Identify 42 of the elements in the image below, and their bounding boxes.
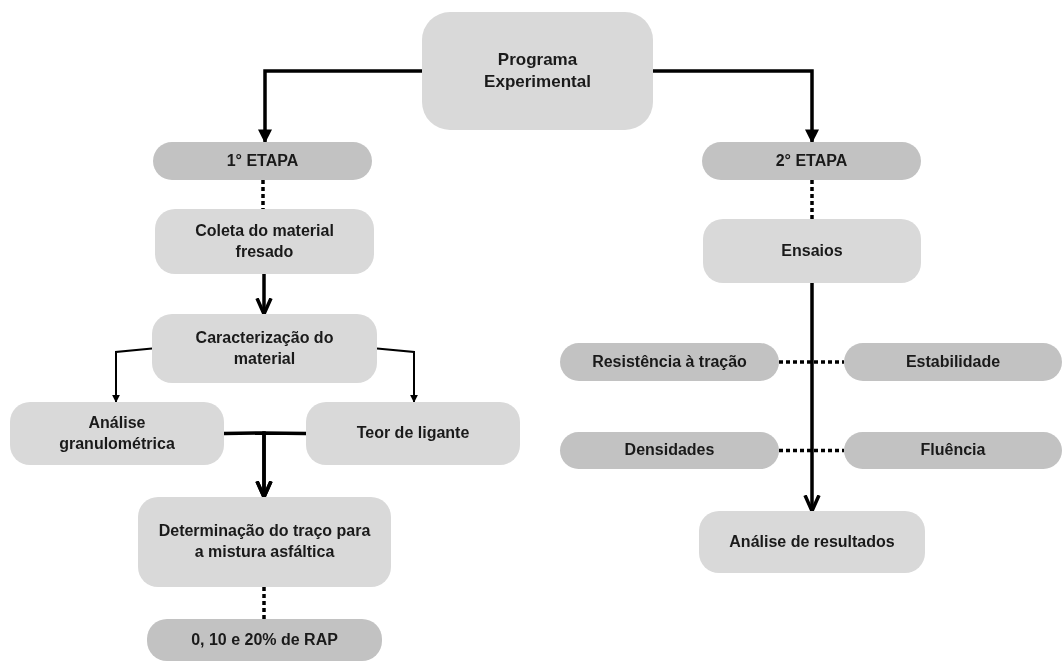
stage-box — [147, 619, 382, 661]
node-label: Resistência à tração — [591, 351, 748, 372]
stage-box — [153, 142, 372, 180]
connector-line — [779, 360, 844, 364]
arrow — [803, 283, 821, 513]
node-label: Teor de ligante — [355, 423, 471, 444]
connector-line — [262, 587, 266, 619]
node-label: Coleta do material fresado — [194, 220, 335, 262]
arrow — [112, 347, 153, 403]
arrow — [258, 69, 422, 144]
process-box — [10, 402, 224, 465]
node-label: Densidades — [623, 440, 716, 461]
arrow — [653, 69, 819, 144]
node-label: Análise de resultados — [728, 531, 896, 552]
stage-box — [702, 142, 921, 180]
arrow — [376, 347, 418, 403]
node-label: Ensaios — [780, 240, 844, 261]
stage-box — [560, 343, 779, 381]
node-label: 1° ETAPA — [225, 150, 300, 171]
process-box — [699, 511, 925, 573]
process-box — [138, 497, 391, 587]
process-box — [703, 219, 921, 283]
start-box — [422, 12, 653, 130]
connector-line — [810, 180, 814, 219]
node-label: Fluência — [919, 440, 987, 461]
process-box — [306, 402, 520, 465]
stage-box — [844, 432, 1062, 469]
node-label: 0, 10 e 20% de RAP — [190, 629, 339, 650]
node-label: Análise granulométrica — [58, 412, 176, 454]
stage-box — [844, 343, 1062, 381]
node-label: 2° ETAPA — [774, 150, 849, 171]
node-label: Determinação do traço para a mistura asfáltica — [157, 521, 372, 562]
stage-box — [560, 432, 779, 469]
process-box — [152, 314, 377, 383]
connector-line — [261, 180, 265, 209]
arrow — [255, 274, 273, 316]
connector-line — [779, 448, 844, 453]
process-box — [155, 209, 374, 274]
node-label: Estabilidade — [904, 351, 1002, 372]
arrow — [255, 431, 307, 499]
node-label: Caracterização do material — [194, 327, 335, 369]
node-label: Programa Experimental — [483, 48, 592, 93]
